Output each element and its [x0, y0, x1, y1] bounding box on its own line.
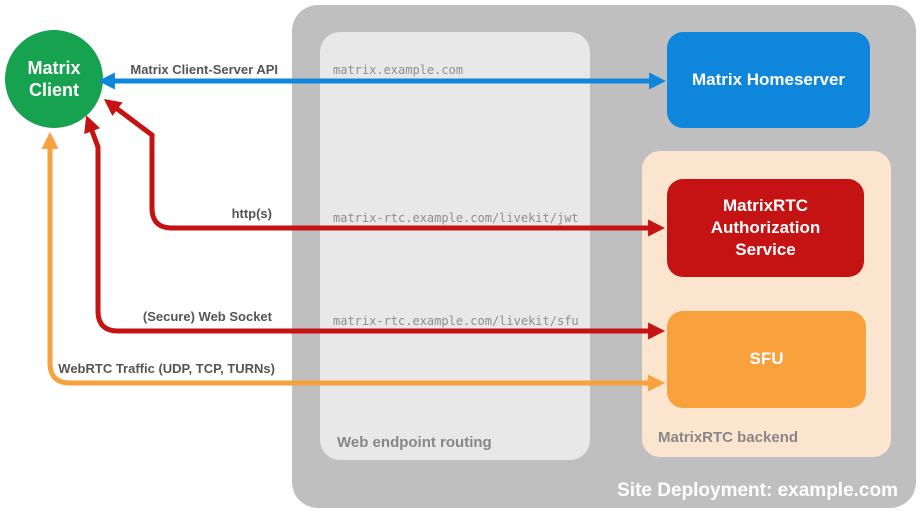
web-endpoint-routing-label: Web endpoint routing: [337, 434, 492, 451]
matrixrtc-authorization-service-node: MatrixRTC Authorization Service: [667, 179, 864, 277]
endpoint-url-homeserver: matrix.example.com: [333, 63, 464, 77]
websocket-connection-label: (Secure) Web Socket: [142, 309, 272, 324]
matrixrtc-backend-label: MatrixRTC backend: [658, 429, 799, 446]
web-endpoint-routing-box: Web endpoint routing: [320, 32, 590, 460]
endpoint-url-livekit-jwt: matrix-rtc.example.com/livekit/jwt: [333, 211, 579, 225]
endpoint-url-livekit-sfu: matrix-rtc.example.com/livekit/sfu: [333, 314, 579, 328]
webrtc-traffic-connection-label: WebRTC Traffic (UDP, TCP, TURNs): [58, 361, 275, 376]
site-deployment-title: Site Deployment: example.com: [617, 480, 898, 501]
client-server-api-connection-label: Matrix Client-Server API: [130, 62, 278, 77]
sfu-label: SFU: [749, 349, 784, 369]
matrix-client-label: Matrix Client: [27, 57, 81, 101]
matrixrtc-authorization-service-label: MatrixRTC Authorization Service: [710, 195, 821, 260]
matrix-client-node: Matrix Client: [5, 30, 103, 128]
https-connection-label: http(s): [231, 206, 272, 221]
sfu-node: SFU: [667, 311, 866, 408]
matrix-homeserver-node: Matrix Homeserver: [667, 32, 870, 128]
matrix-homeserver-label: Matrix Homeserver: [691, 69, 846, 89]
